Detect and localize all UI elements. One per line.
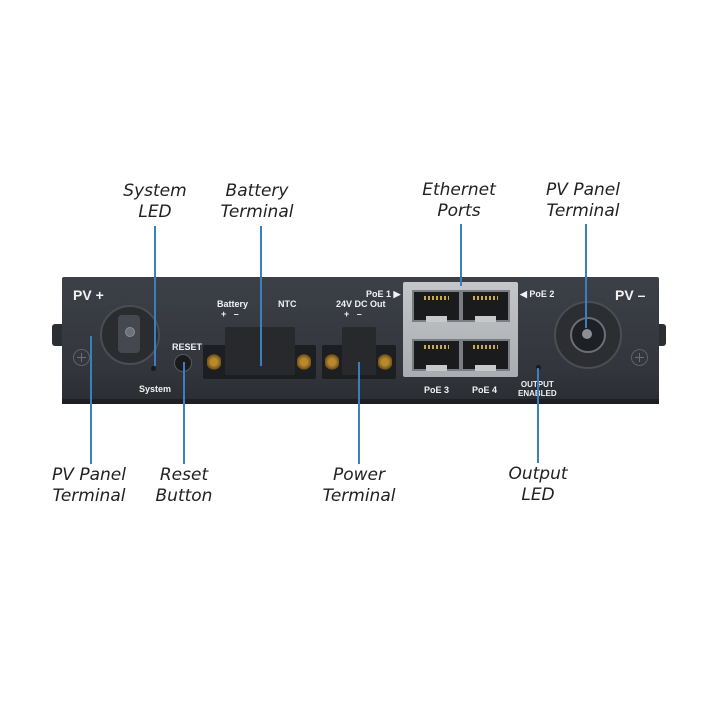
reset-label: RESET: [172, 342, 203, 352]
device-front-panel: PV + PV – System RESET Battery + – NTC 2…: [62, 277, 659, 404]
leader-system-led: [154, 226, 156, 366]
ethernet-port-cage: [403, 282, 518, 377]
callout-reset-button: Reset Button: [145, 465, 223, 507]
left-screw-icon: [73, 349, 90, 366]
callout-line: Terminal: [220, 202, 294, 222]
port-contacts-icon: [473, 345, 498, 349]
port-contacts-icon: [424, 345, 449, 349]
battery-label: Battery: [217, 299, 249, 309]
pv-minus-ring: [570, 317, 606, 353]
poe2-label: ◀ PoE 2: [520, 289, 555, 299]
right-screw-icon: [631, 349, 648, 366]
poe1-label: PoE 1 ▶: [366, 289, 401, 299]
callout-line: Button: [155, 486, 213, 506]
leader-ethernet: [460, 224, 462, 286]
callout-pv-panel-terminal-top: PV Panel Terminal: [538, 180, 628, 222]
pv-minus-label: PV –: [615, 287, 646, 303]
callout-ethernet-ports: Ethernet Ports: [414, 180, 504, 222]
poe3-port[interactable]: [412, 339, 461, 371]
callout-battery-terminal: Battery Terminal: [212, 181, 302, 223]
leader-reset: [183, 362, 185, 464]
battery-left-pin: [207, 353, 221, 371]
poe4-label: PoE 4: [472, 385, 498, 395]
battery-terminal-block[interactable]: [203, 327, 316, 379]
battery-polarity: + –: [221, 309, 239, 319]
pv-minus-terminal[interactable]: [554, 301, 622, 369]
leader-battery: [260, 226, 262, 366]
callout-output-led: Output LED: [498, 464, 578, 506]
callout-line: Reset: [159, 465, 209, 485]
poe1-port[interactable]: [412, 290, 461, 322]
leader-pv-top: [585, 224, 587, 328]
leader-output-led: [537, 368, 539, 463]
callout-line: Ports: [437, 201, 481, 221]
pv-plus-terminal[interactable]: [100, 305, 160, 365]
port-contacts-icon: [473, 296, 498, 300]
port-contacts-icon: [424, 296, 449, 300]
poe3-label: PoE 3: [424, 385, 450, 395]
dc-out-polarity: + –: [344, 309, 362, 319]
callout-line: LED: [521, 485, 555, 505]
callout-system-led: System LED: [115, 181, 195, 223]
system-label: System: [139, 384, 172, 394]
power-right-pin: [378, 353, 392, 371]
power-terminal-block[interactable]: [322, 327, 396, 379]
callout-line: Output: [508, 464, 568, 484]
poe4-port[interactable]: [461, 339, 510, 371]
battery-right-pin: [297, 353, 311, 371]
dc-out-label: 24V DC Out: [336, 299, 386, 309]
panel-bottom-edge: [62, 399, 659, 404]
callout-pv-panel-terminal-bottom: PV Panel Terminal: [43, 465, 135, 507]
callout-power-terminal: Power Terminal: [313, 465, 405, 507]
leader-pv-bottom: [90, 336, 92, 464]
callout-line: Power: [332, 465, 385, 485]
callout-line: PV Panel: [52, 465, 126, 485]
output-led: [536, 365, 541, 370]
ntc-label: NTC: [278, 299, 297, 309]
system-led: [151, 366, 156, 371]
callout-line: Ethernet: [422, 180, 496, 200]
callout-line: Terminal: [546, 201, 620, 221]
callout-line: Terminal: [52, 486, 126, 506]
pv-minus-pin-icon: [582, 329, 592, 339]
callout-line: Terminal: [322, 486, 396, 506]
callout-line: LED: [138, 202, 172, 222]
leader-power: [358, 362, 360, 464]
callout-line: PV Panel: [546, 180, 620, 200]
pv-plus-label: PV +: [73, 287, 104, 303]
poe2-port[interactable]: [461, 290, 510, 322]
callout-line: System: [123, 181, 187, 201]
power-left-pin: [325, 353, 339, 371]
callout-line: Battery: [225, 181, 289, 201]
pv-plus-pin-icon: [125, 327, 135, 337]
